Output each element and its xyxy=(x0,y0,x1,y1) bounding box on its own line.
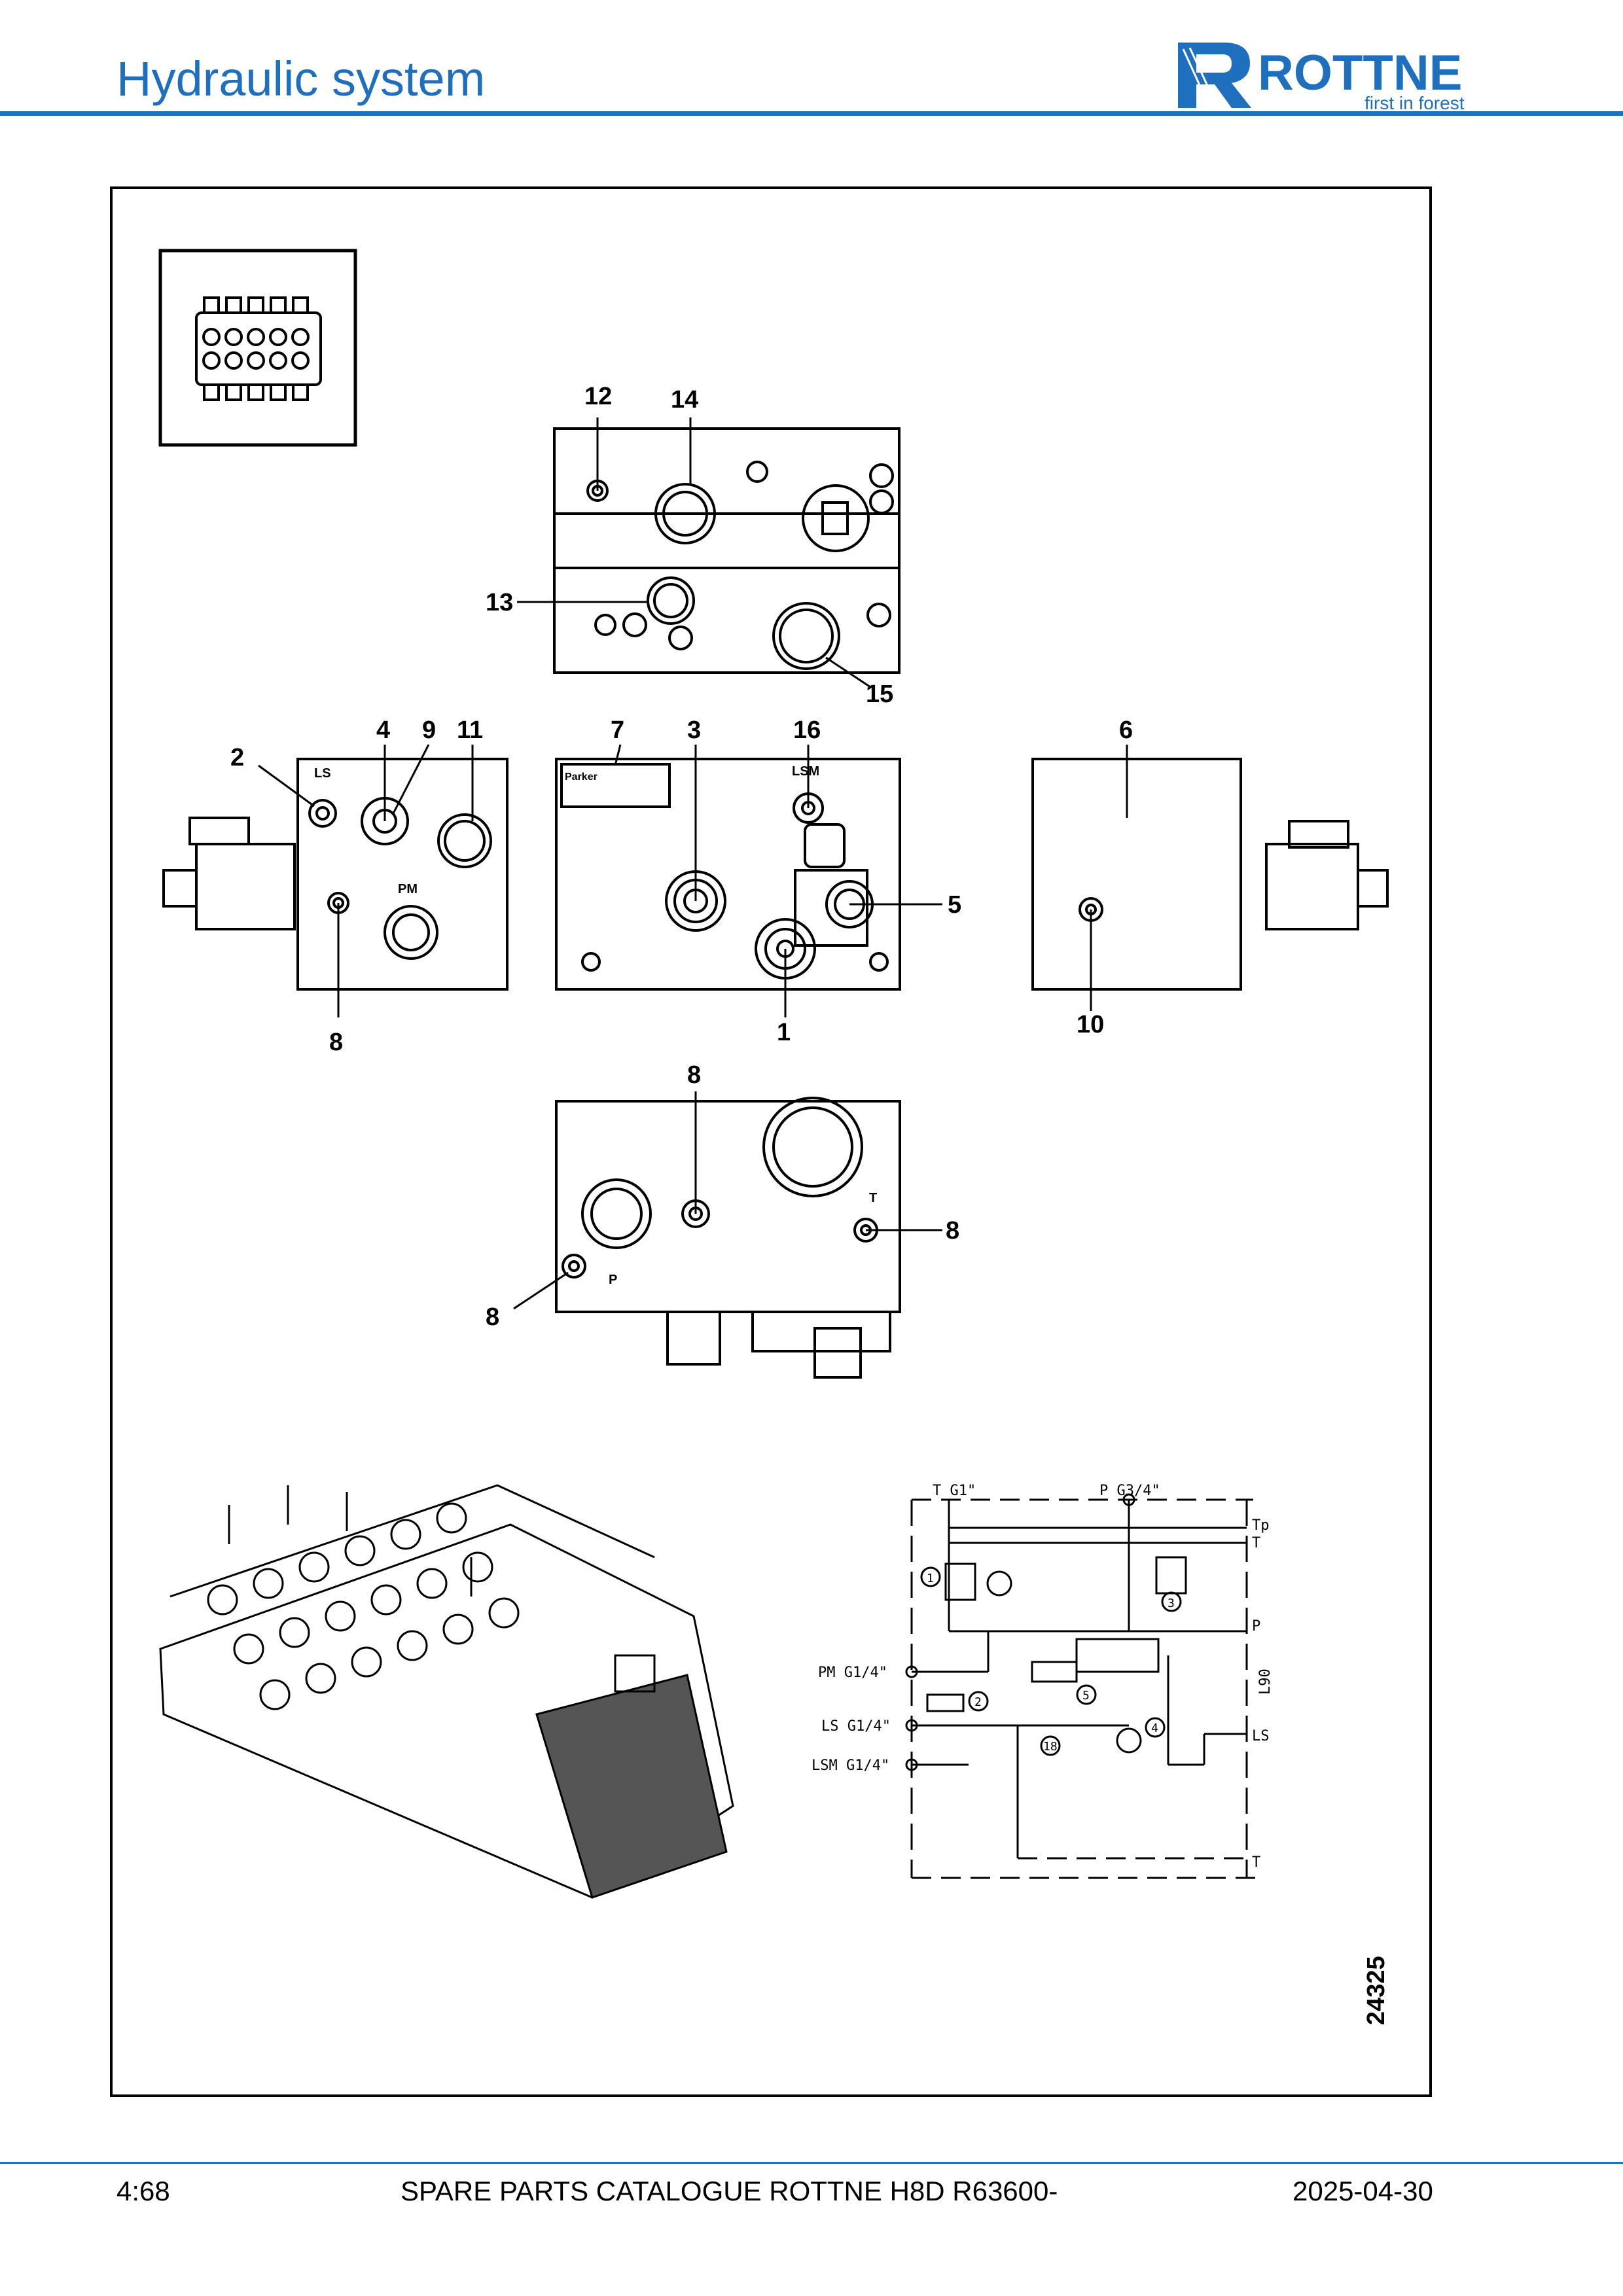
footer-date: 2025-04-30 xyxy=(1293,2176,1433,2206)
schematic-label-t-bottom: T xyxy=(1252,1854,1260,1871)
valve-bank-isometric-illustration xyxy=(159,1484,734,1899)
callout-9: 9 xyxy=(422,716,436,744)
schematic-label-ls-port: LS G1/4" xyxy=(821,1718,891,1735)
footer-rule xyxy=(0,2162,1623,2164)
valve-top-view xyxy=(517,417,901,688)
callout-5: 5 xyxy=(948,891,961,919)
schematic-number-5: 5 xyxy=(1082,1689,1090,1703)
figure-frame xyxy=(110,186,1432,2097)
valve-left-view xyxy=(162,744,508,1017)
schematic-label-tp: Tp xyxy=(1252,1517,1270,1534)
logo-tagline: first in forest xyxy=(1364,93,1465,113)
valve-right-view xyxy=(1031,745,1389,1011)
schematic-label-pm-port: PM G1/4" xyxy=(818,1665,887,1681)
callout-12: 12 xyxy=(584,383,612,410)
callout-11: 11 xyxy=(457,716,483,744)
port-label-lsm: LSM xyxy=(792,764,819,779)
schematic-label-lsm-port: LSM G1/4" xyxy=(812,1757,889,1774)
callout-2: 2 xyxy=(230,744,244,771)
schematic-label-ls: LS xyxy=(1252,1728,1270,1744)
callout-15: 15 xyxy=(866,680,893,708)
port-label-p: P xyxy=(609,1273,617,1287)
page-title: Hydraulic system xyxy=(116,52,486,106)
port-label-ls: LS xyxy=(314,766,331,781)
callout-8-left: 8 xyxy=(329,1029,343,1056)
schematic-label-t-top: T xyxy=(1252,1535,1260,1551)
port-label-t: T xyxy=(869,1191,877,1205)
footer-page-number: 4:68 xyxy=(116,2176,170,2206)
valve-front-view xyxy=(555,744,942,1017)
schematic-label-t-g1: T G1" xyxy=(933,1483,976,1499)
footer-catalogue-title: SPARE PARTS CATALOGUE ROTTNE H8D R63600- xyxy=(401,2176,1058,2206)
connector-symbol-icon xyxy=(158,249,357,447)
callout-8-bottom-top: 8 xyxy=(687,1061,701,1089)
schematic-number-1: 1 xyxy=(927,1572,934,1585)
hydraulic-schematic xyxy=(905,1493,1257,1879)
schematic-number-18: 18 xyxy=(1043,1740,1058,1754)
rottne-logo: ROTTNE first in forest xyxy=(1178,43,1465,113)
drawing-number: 24325 xyxy=(1363,1956,1390,2025)
schematic-number-3: 3 xyxy=(1168,1597,1175,1610)
callout-13: 13 xyxy=(486,589,513,616)
callout-8-bottom-right: 8 xyxy=(946,1217,959,1245)
callout-7: 7 xyxy=(611,716,624,744)
rottne-r-mark-icon xyxy=(1178,43,1251,108)
schematic-number-4: 4 xyxy=(1151,1722,1158,1735)
header-rule xyxy=(0,111,1623,116)
callout-16: 16 xyxy=(793,716,821,744)
callout-3: 3 xyxy=(687,716,701,744)
schematic-label-p-g34: P G3/4" xyxy=(1099,1483,1160,1499)
schematic-number-2: 2 xyxy=(974,1695,982,1709)
valve-bottom-view xyxy=(513,1091,942,1379)
brand-label-parker: Parker xyxy=(565,771,597,783)
schematic-label-l90: L90 xyxy=(1257,1669,1274,1695)
callout-6: 6 xyxy=(1119,716,1133,744)
callout-4: 4 xyxy=(376,716,390,744)
callout-14: 14 xyxy=(671,386,698,414)
schematic-label-p: P xyxy=(1252,1618,1260,1634)
callout-10: 10 xyxy=(1077,1011,1104,1038)
callout-8-bottom-left: 8 xyxy=(486,1303,499,1331)
port-label-pm: PM xyxy=(398,882,418,896)
logo-wordmark: ROTTNE xyxy=(1258,45,1462,101)
callout-1: 1 xyxy=(777,1019,791,1046)
